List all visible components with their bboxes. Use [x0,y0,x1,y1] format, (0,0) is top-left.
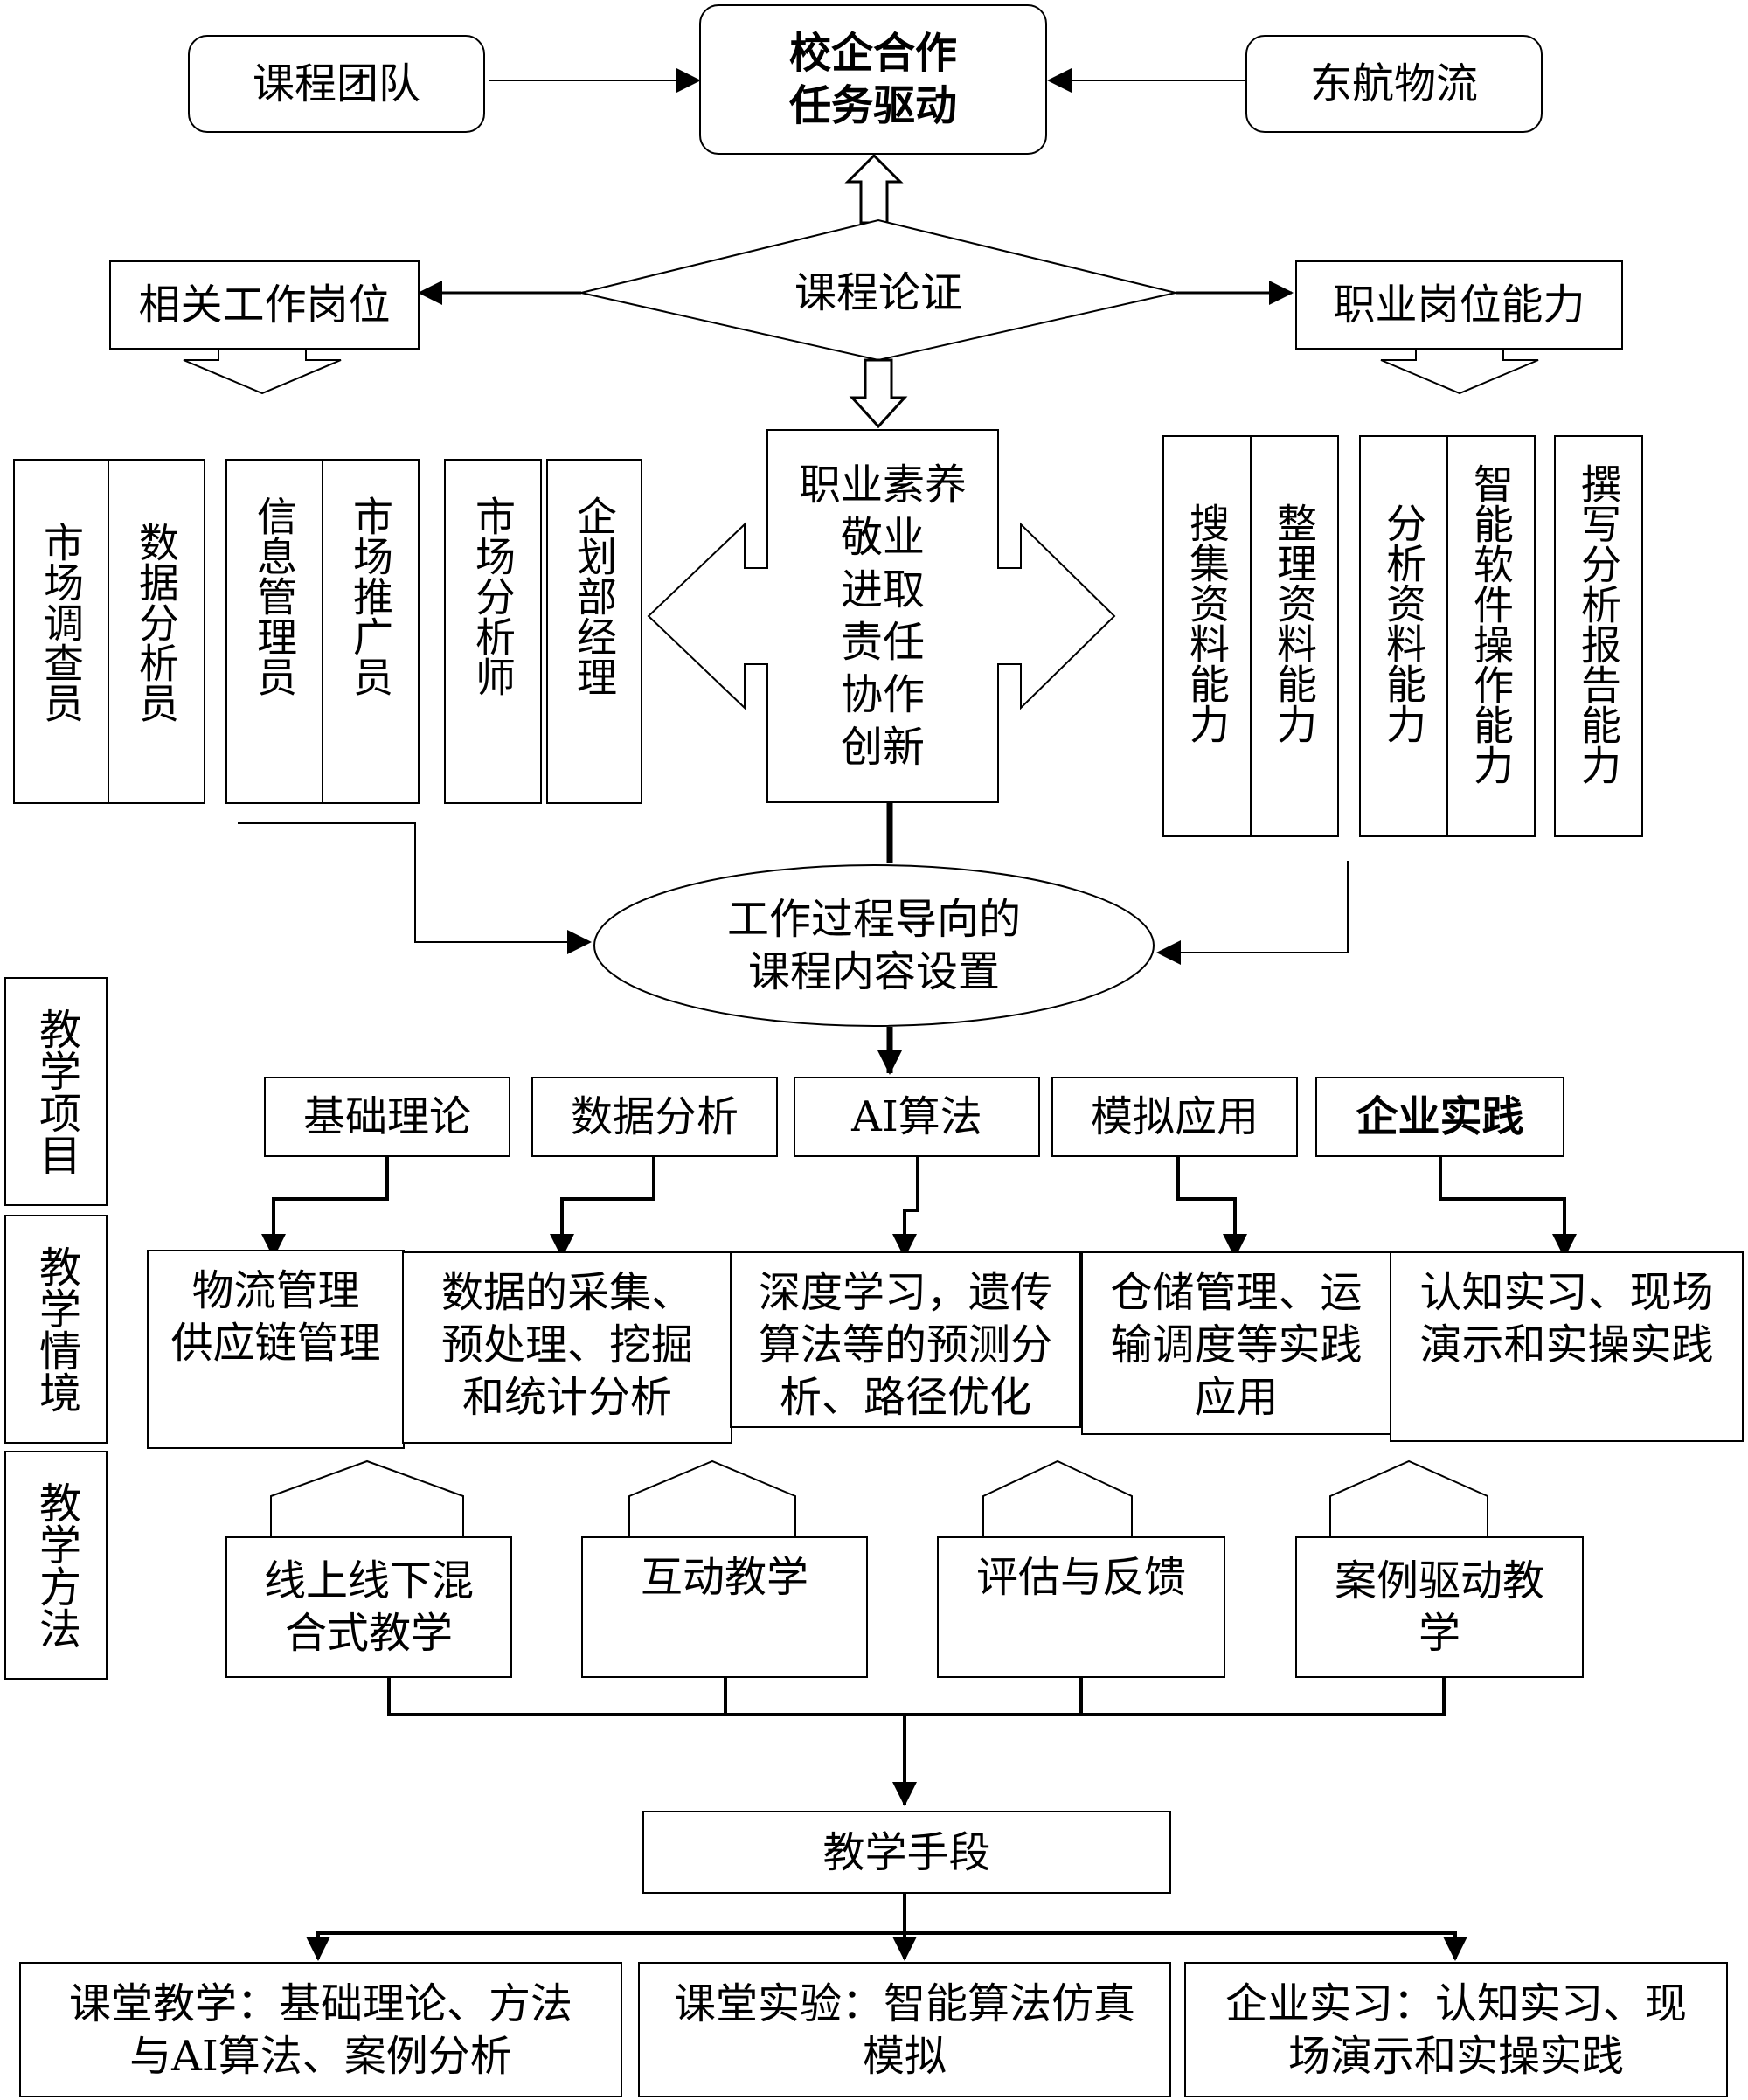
literacy-cross [647,429,1116,803]
means-item-2: 课堂实验：智能算法仿真 模拟 [638,1962,1171,2097]
job-box-3: 信息管理员 [225,459,323,804]
means-item-1: 课堂教学：基础理论、方法 与AI算法、案例分析 [19,1962,622,2097]
job-box-6: 企划部经理 [546,459,642,804]
abilities-header-label: 职业岗位能力 [1333,281,1585,329]
means-box: 教学手段 [642,1811,1171,1894]
job-box-5: 市场分析师 [444,459,542,804]
ability-box-3: 分析资料能力 [1359,435,1448,837]
jobs-down-chevron [183,350,342,395]
job-label: 市场调查员 [38,522,85,723]
job-label: 数据分析员 [133,522,180,723]
method-chevron-1 [270,1459,464,1536]
ability-label: 分析资料能力 [1380,502,1427,744]
means-item-3: 企业实习：认知实习、现 场演示和实操实践 [1184,1962,1728,2097]
center-goal-box: 校企合作 任务驱动 [699,4,1047,155]
ability-label: 撰写分析报告能力 [1575,463,1622,785]
side-label-situations: 教学情境 [4,1215,108,1444]
project-box-5: 企业实践 [1315,1077,1564,1157]
jobs-header-label: 相关工作岗位 [138,281,391,329]
literacy-item-4: 协作 [840,670,925,719]
method-box-1: 线上线下混 合式教学 [225,1536,512,1678]
method-box-4: 案例驱动教 学 [1295,1536,1584,1678]
situation-box-4: 仓储管理、运 输调度等实践 应用 [1081,1251,1391,1435]
side-label-projects: 教学项目 [4,977,108,1206]
situation-box-5: 认知实习、现场 演示和实操实践 [1390,1251,1744,1442]
job-label: 市场推广员 [347,496,394,697]
ability-box-5: 撰写分析报告能力 [1554,435,1643,837]
abilities-header-box: 职业岗位能力 [1295,260,1623,350]
ability-label: 整理资料能力 [1271,502,1318,744]
situation-box-3: 深度学习，遗传 算法等的预测分 析、路径优化 [730,1251,1081,1428]
side-label-methods: 教学方法 [4,1451,108,1680]
ability-label: 智能软件操作能力 [1467,463,1515,785]
center-goal-label: 校企合作 任务驱动 [788,29,957,130]
situation-box-1: 物流管理 供应链管理 [147,1250,405,1449]
method-chevron-3 [982,1459,1133,1536]
project-arrow-5 [1439,1157,1577,1258]
literacy-item-2: 进取 [840,565,925,614]
job-box-4: 市场推广员 [322,459,420,804]
project-box-2: 数据分析 [531,1077,778,1157]
team-box: 课程团队 [188,35,485,133]
project-box-1: 基础理论 [264,1077,510,1157]
abilities-to-content-arrow [1156,861,1349,965]
project-arrow-2 [550,1157,656,1258]
partner-label: 东航物流 [1309,59,1478,108]
literacy-item-3: 责任 [840,618,925,667]
method-box-2: 互动教学 [581,1536,868,1678]
project-box-4: 模拟应用 [1051,1077,1298,1157]
argument-label: 课程论证 [794,268,962,317]
hollow-up-arrow [844,153,904,225]
abilities-down-chevron [1380,350,1539,395]
ability-box-2: 整理资料能力 [1250,435,1339,837]
project-arrow-3 [892,1157,919,1258]
method-box-3: 评估与反馈 [937,1536,1225,1678]
jobs-header-box: 相关工作岗位 [109,260,420,350]
project-box-3: AI算法 [794,1077,1040,1157]
literacy-item-1: 敬业 [840,513,925,562]
situation-box-2: 数据的采集、 预处理、挖掘 和统计分析 [402,1251,732,1444]
method-chevron-2 [628,1459,796,1536]
hollow-down-arrow [849,358,908,429]
job-label: 信息管理员 [251,496,298,697]
literacy-item-5: 创新 [840,723,925,772]
jobs-to-content-arrow [238,822,592,954]
method-chevron-4 [1329,1459,1488,1536]
content-design-label: 工作过程导向的 课程内容设置 [726,895,1021,996]
job-box-1: 市场调查员 [13,459,109,804]
project-arrow-4 [1176,1157,1247,1258]
job-label: 市场分析师 [469,496,517,697]
partner-box: 东航物流 [1245,35,1543,133]
ability-box-1: 搜集资料能力 [1162,435,1252,837]
project-arrow-1 [261,1157,389,1258]
ability-box-4: 智能软件操作能力 [1446,435,1536,837]
job-box-2: 数据分析员 [108,459,205,804]
literacy-title: 职业素养 [798,461,967,509]
content-ellipse [593,864,1155,1027]
job-label: 企划部经理 [571,496,618,697]
team-label: 课程团队 [252,59,420,108]
ability-label: 搜集资料能力 [1183,502,1231,744]
